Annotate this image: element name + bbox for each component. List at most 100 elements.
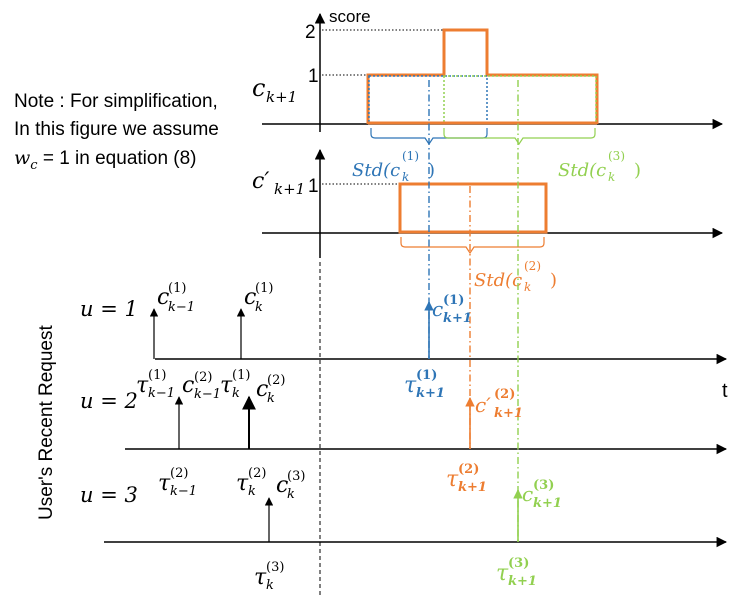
user1-window-box [368, 75, 488, 124]
std1-label: Std(c (1) k ) [352, 149, 435, 184]
user3-window-box [443, 75, 597, 124]
user-label-2: u = 2 [80, 389, 138, 413]
svg-text:Std(c: Std(c [352, 160, 400, 181]
svg-text:c: c [244, 285, 256, 310]
svg-text:k: k [524, 280, 531, 294]
top-chart [262, 12, 724, 146]
svg-text:(2): (2) [170, 466, 188, 481]
svg-text:(3): (3) [266, 560, 284, 575]
svg-text:k+1: k+1 [266, 88, 297, 106]
svg-text:k−1: k−1 [148, 386, 175, 401]
svg-text:(1): (1) [416, 368, 437, 383]
label-c-km1-2: c (2) k−1 [182, 370, 221, 402]
svg-text:c: c [432, 297, 443, 321]
svg-text:(2): (2) [524, 259, 541, 273]
svg-text:τ: τ [136, 373, 149, 398]
label-cprime-kp1-2: c′ (2) k+1 [475, 387, 523, 421]
svg-text:k: k [267, 391, 275, 406]
svg-text:): ) [550, 270, 557, 291]
label-tau-km1-1: τ (1) k−1 [136, 368, 175, 401]
note-line-3: wc = 1 in equation (8) [14, 144, 254, 180]
std2-label: Std(c (2) k ) [474, 259, 557, 294]
svg-text:c: c [182, 373, 194, 398]
user-label-1: u = 1 [80, 297, 138, 321]
svg-text:k: k [232, 386, 240, 401]
users-recent-request-label: User's Recent Request [36, 325, 57, 520]
svg-text:c: c [252, 74, 265, 102]
svg-text:k−1: k−1 [168, 300, 195, 315]
label-tau-km1-2: τ (2) k−1 [158, 466, 197, 499]
user-label-3: u = 3 [80, 483, 138, 507]
label-c-k-1: c (1) k [244, 281, 273, 315]
svg-text:k+1: k+1 [533, 496, 562, 511]
svg-text:c: c [256, 377, 268, 402]
svg-text:Std(c: Std(c [474, 270, 522, 291]
svg-text:(3): (3) [508, 556, 529, 571]
svg-text:(1): (1) [168, 281, 186, 296]
note-eq-sub: c [30, 157, 38, 173]
svg-text:k+1: k+1 [416, 386, 445, 401]
svg-text:Std(c: Std(c [558, 160, 606, 181]
svg-text:(1): (1) [148, 368, 166, 383]
svg-text:τ: τ [404, 373, 417, 398]
svg-text:(1): (1) [443, 293, 464, 308]
label-tau-kp1-2: τ (2) k+1 [446, 462, 487, 495]
svg-text:(1): (1) [232, 368, 250, 383]
svg-text:(3): (3) [287, 469, 305, 484]
svg-text:k+1: k+1 [494, 406, 523, 421]
y-tick-1b: 1 [308, 176, 319, 197]
score-profile [366, 28, 599, 124]
svg-text:k: k [287, 487, 295, 502]
svg-text:(2): (2) [194, 370, 212, 385]
label-tau-k-3: τ (3) k [254, 560, 284, 593]
svg-text:(2): (2) [494, 387, 515, 402]
svg-text:k−1: k−1 [170, 484, 197, 499]
time-axis-label: t [722, 380, 728, 402]
note-eq-w: w [14, 147, 31, 169]
svg-text:k: k [266, 578, 274, 593]
svg-text:k+1: k+1 [458, 480, 487, 495]
svg-text:(3): (3) [533, 478, 554, 493]
svg-text:k: k [248, 484, 256, 499]
c-kp1-axis-label: c k+1 [252, 74, 297, 106]
svg-text:k: k [255, 300, 263, 315]
svg-text:c′: c′ [252, 169, 269, 194]
svg-text:τ: τ [254, 565, 267, 590]
score-label: score [329, 7, 371, 26]
std2-brace [400, 237, 545, 255]
label-tau-kp1-3: τ (3) k+1 [496, 556, 537, 589]
y-tick-2: 2 [305, 22, 316, 43]
svg-text:k: k [608, 170, 615, 184]
note-line-2: In this figure we assume [14, 119, 219, 140]
svg-text:τ: τ [220, 373, 233, 398]
note-eq-rest: = 1 in equation (8) [37, 148, 197, 169]
std3-brace [443, 128, 596, 146]
c-prime-kp1-axis-label: c′ k+1 [252, 169, 305, 198]
svg-text:(1): (1) [255, 281, 273, 296]
svg-text:c: c [157, 285, 169, 310]
svg-text:k: k [402, 170, 409, 184]
svg-text:k+1: k+1 [443, 311, 472, 326]
svg-text:τ: τ [158, 471, 171, 496]
svg-text:τ: τ [446, 467, 459, 492]
svg-text:c: c [276, 473, 288, 498]
svg-text:k+1: k+1 [274, 180, 305, 198]
user2-window-box [398, 182, 548, 234]
svg-text:(3): (3) [608, 149, 625, 163]
std3-label: Std(c (3) k ) [558, 149, 641, 184]
label-c-k-2: c (2) k [256, 373, 285, 406]
label-tau-k-2: τ (2) k [236, 466, 266, 499]
svg-text:(2): (2) [267, 373, 285, 388]
svg-text:k+1: k+1 [508, 574, 537, 589]
svg-text:c: c [522, 482, 533, 506]
svg-text:(2): (2) [458, 462, 479, 477]
note-text: Note : For simplification, In this figur… [14, 88, 254, 180]
svg-text:τ: τ [496, 561, 509, 586]
note-line-1: Note : For simplification, [14, 91, 218, 112]
svg-text:): ) [428, 160, 435, 181]
svg-text:): ) [634, 160, 641, 181]
label-tau-k-1: τ (1) k [220, 368, 250, 401]
label-c-km1-1: c (1) k−1 [157, 281, 195, 315]
label-tau-kp1-1: τ (1) k+1 [404, 368, 445, 401]
